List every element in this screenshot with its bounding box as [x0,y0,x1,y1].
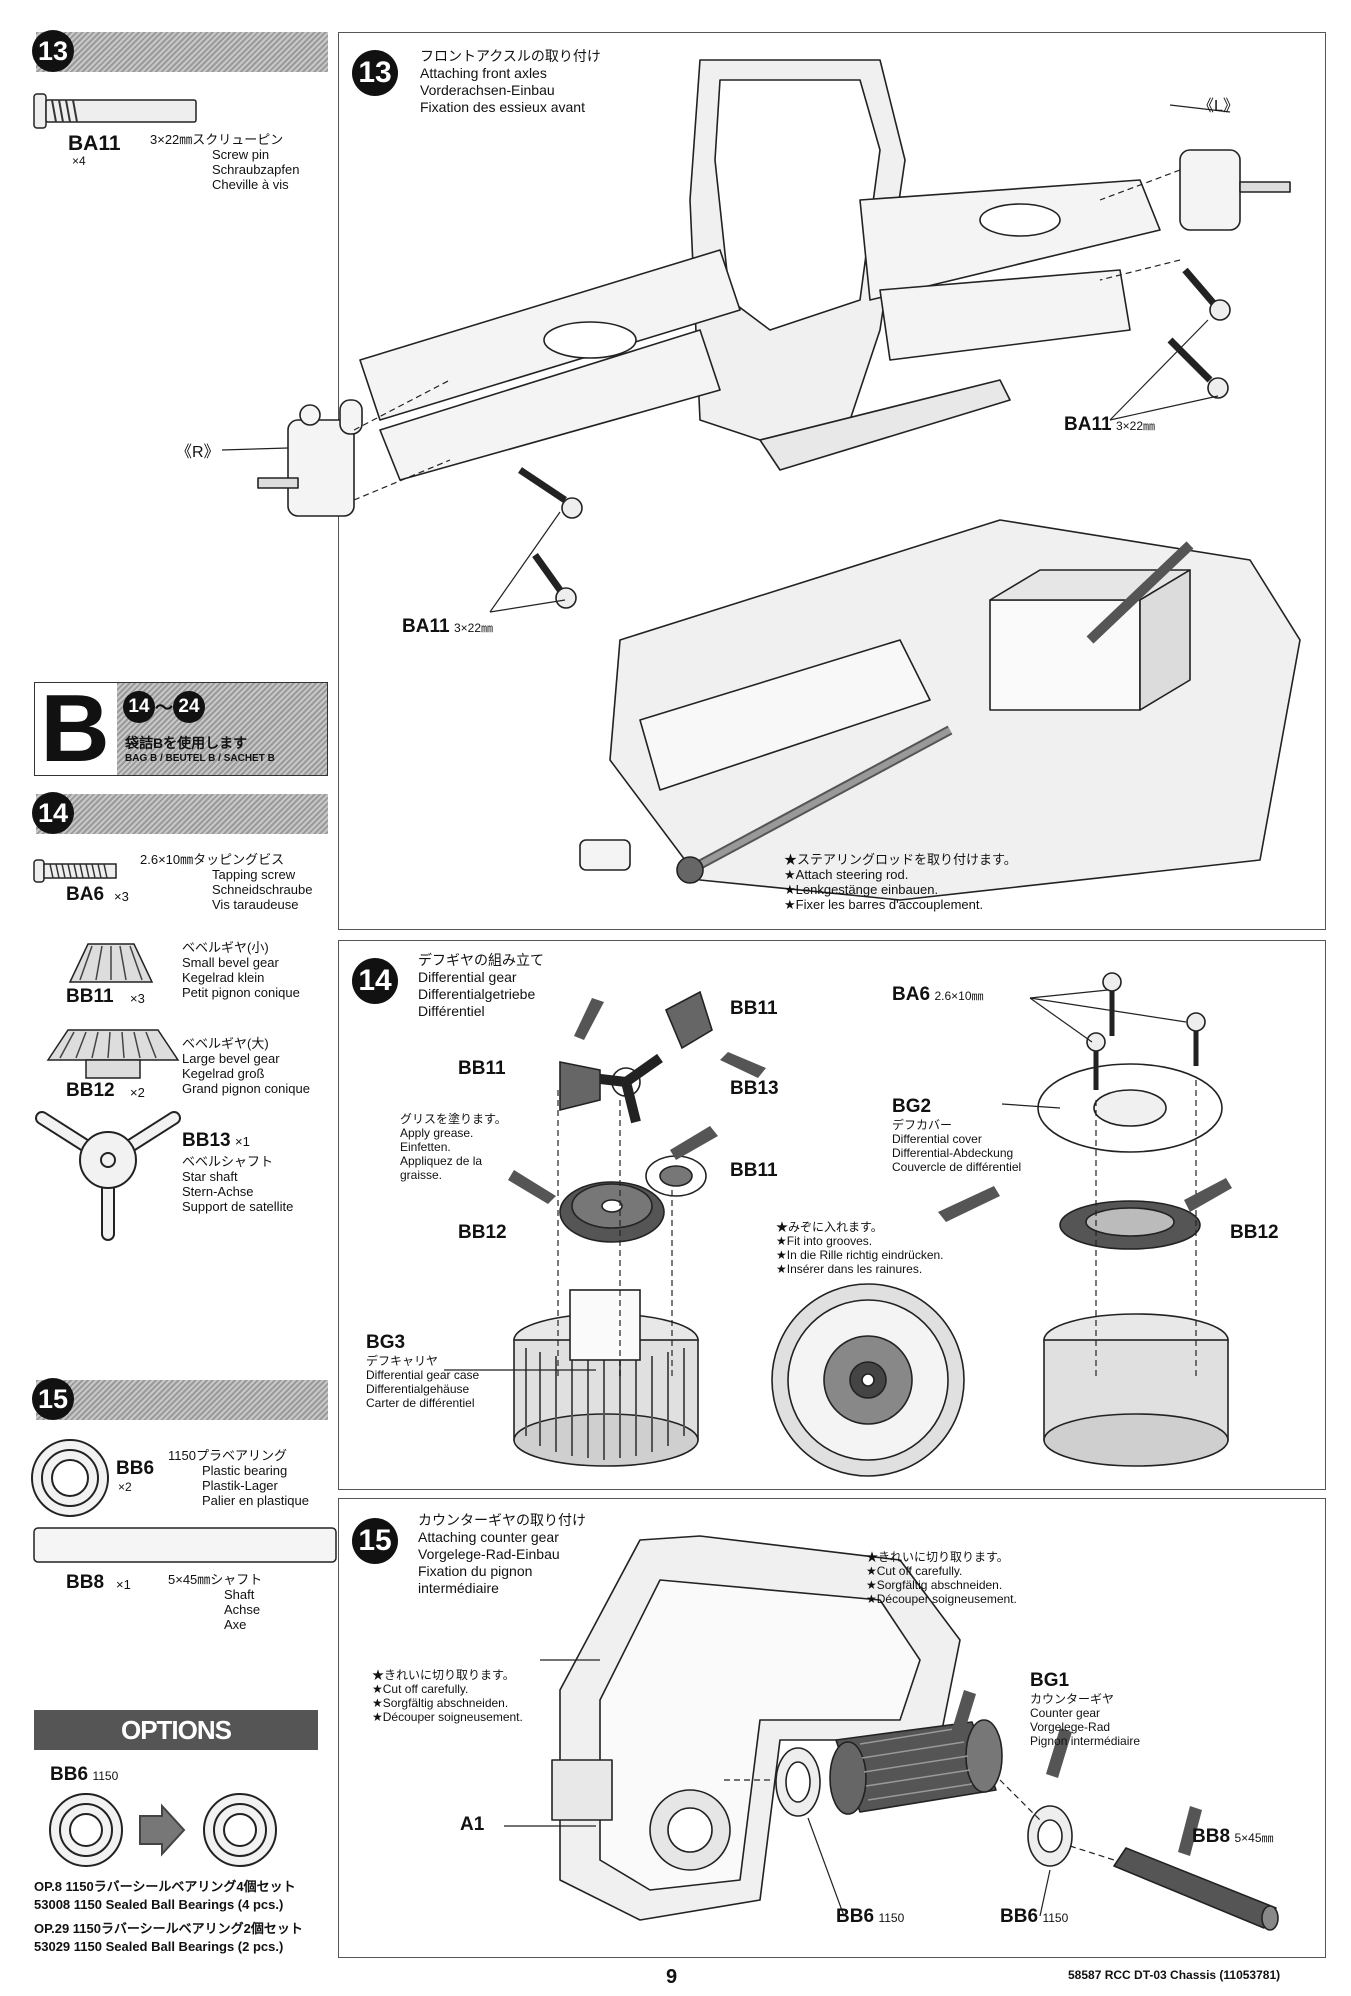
shaft-icon [33,1527,337,1563]
panel15-step-number: 15 [352,1518,398,1564]
bag-tilde: ～ [155,698,173,718]
bb13-label: BB13 ×1 [182,1130,250,1152]
bb11-label-b: BB11 [458,1058,506,1079]
step15-header-bar [36,1380,328,1420]
ba6-part-id: BA6 [66,884,105,905]
large-bevel-gear-icon [46,1029,180,1079]
cut-note-top: ★きれいに切り取ります。 ★Cut off carefully. ★Sorgfä… [866,1550,1017,1606]
bb13-label: BB13 [730,1078,779,1099]
plastic-bearing-icon [31,1439,109,1517]
panel14-step-number: 14 [352,958,398,1004]
steering-rod-note: ★ステアリングロッドを取り付けます。 ★Attach steering rod.… [784,852,1017,912]
bag-to: 24 [173,691,205,723]
document-reference: 58587 RCC DT-03 Chassis (11053781) [1068,1968,1281,1982]
bb11-qty: ×3 [130,991,145,1006]
star-shaft-icon [35,1111,181,1241]
bb13-description: ベベルシャフト Star shaft Stern-Achse Support d… [182,1154,294,1214]
bb12-qty: ×2 [130,1085,145,1100]
bb11-label-a: BB11 [730,998,778,1019]
tapping-screw-icon [33,859,117,883]
bb13-qty: ×1 [235,1134,250,1149]
ba11-right-label: BA11 3×22㎜ [1064,414,1156,435]
ba11-qty: ×4 [72,154,86,168]
bb11-label-c: BB11 [730,1160,778,1181]
bag-sub: BAG B / BEUTEL B / SACHET B [125,753,275,764]
options-part-size: 1150 [92,1769,119,1783]
ba6-description: 2.6×10㎜タッピングビス Tapping screw Schneidschr… [140,852,313,912]
bb8-description: 5×45㎜シャフト Shaft Achse Axe [168,1572,263,1632]
grooves-note: ★みぞに入れます。 ★Fit into grooves. ★In die Ril… [776,1220,944,1276]
step13-header-bar [36,32,328,72]
right-side-label: 《R》 [176,444,220,461]
bb6-qty: ×2 [118,1480,132,1494]
step13-number: 13 [32,30,74,72]
bg2-description: デフカバー Differential cover Differential-Ab… [892,1118,1022,1174]
bag-b-box: B 14 ～ 24 袋詰Bを使用します BAG B / BEUTEL B / S… [34,675,328,782]
bb6-description: 1150プラベアリング Plastic bearing Plastik-Lage… [168,1448,309,1508]
bb6-label-right: BB6 1150 [1000,1906,1069,1927]
a1-label: A1 [460,1814,485,1835]
ba6-label: BA6 2.6×10㎜ [892,984,984,1005]
bb6-part-id: BB6 [116,1458,155,1479]
step14-number: 14 [32,792,74,834]
bag-info: 14 ～ 24 袋詰Bを使用します BAG B / BEUTEL B / SAC… [117,683,327,775]
bb8-part-id: BB8 [66,1572,105,1593]
panel13-title: フロントアクスルの取り付け Attaching front axles Vord… [420,48,601,115]
options-list: OP.8 1150ラバーシールベアリング4個セット 53008 1150 Sea… [34,1878,303,1956]
bb12-description: ベベルギヤ(大) Large bevel gear Kegelrad groß … [182,1036,310,1096]
step14-header-bar [36,794,328,834]
bb8-label: BB8 5×45㎜ [1192,1826,1274,1847]
bag-from: 14 [123,691,155,723]
bb13-part-id: BB13 [182,1130,231,1151]
bg3-part-id: BG3 [366,1332,406,1353]
options-header: OPTIONS [34,1710,318,1750]
bag-ja: 袋詰Bを使用します [125,735,248,751]
ba11-left-label: BA11 3×22㎜ [402,616,494,637]
option-item: OP.29 1150ラバーシールベアリング2個セット [34,1921,303,1936]
option-item: 53008 1150 Sealed Ball Bearings (4 pcs.) [34,1897,284,1912]
option-item: OP.8 1150ラバーシールベアリング4個セット [34,1879,296,1894]
page-number: 9 [666,1966,678,1988]
options-part: BB6 1150 [50,1764,118,1786]
ba6-qty: ×3 [114,889,129,904]
bb11-part-id: BB11 [66,986,114,1007]
bb12-part-id: BB12 [66,1080,115,1101]
bg1-description: カウンターギヤ Counter gear Vorgelege-Rad Pigno… [1030,1692,1141,1748]
option-item: 53029 1150 Sealed Ball Bearings (2 pcs.) [34,1939,284,1954]
bg1-part-id: BG1 [1030,1670,1070,1691]
bb12-label-a: BB12 [458,1222,507,1243]
cut-note-left: ★きれいに切り取ります。 ★Cut off carefully. ★Sorgfä… [372,1668,523,1724]
small-bevel-gear-icon [68,943,154,983]
left-side-label: 《L》 [1198,98,1239,115]
panel13-step-number: 13 [352,50,398,96]
screw-pin-icon [33,93,197,129]
option-bearing-icons [49,1793,277,1867]
ba11-description: 3×22㎜スクリューピン Screw pin Schraubzapfen Che… [150,132,299,192]
bag-letter: B [40,675,110,782]
bb11-description: ベベルギヤ(小) Small bevel gear Kegelrad klein… [182,940,300,1000]
ba11-fr: Cheville à vis [212,177,289,192]
grease-note: グリスを塗ります。 Apply grease. Einfetten. Appli… [400,1112,507,1182]
ba11-en: Screw pin [212,147,270,162]
bg2-part-id: BG2 [892,1096,932,1117]
panel14-title: デフギヤの組み立て Differential gear Differential… [418,952,544,1019]
ba11-de: Schraubzapfen [212,162,300,177]
bb8-qty: ×1 [116,1577,131,1592]
bg3-description: デフキャリヤ Differential gear case Differenti… [366,1354,480,1410]
panel15-title: カウンターギヤの取り付け Attaching counter gear Vorg… [418,1512,586,1596]
bb12-label-b: BB12 [1230,1222,1279,1243]
step15-number: 15 [32,1378,74,1420]
ba11-ja: 3×22㎜スクリューピン [150,132,284,147]
ba11-part-id: BA11 [68,132,121,155]
options-part-id: BB6 [50,1764,89,1785]
bb6-label-left: BB6 1150 [836,1906,905,1927]
